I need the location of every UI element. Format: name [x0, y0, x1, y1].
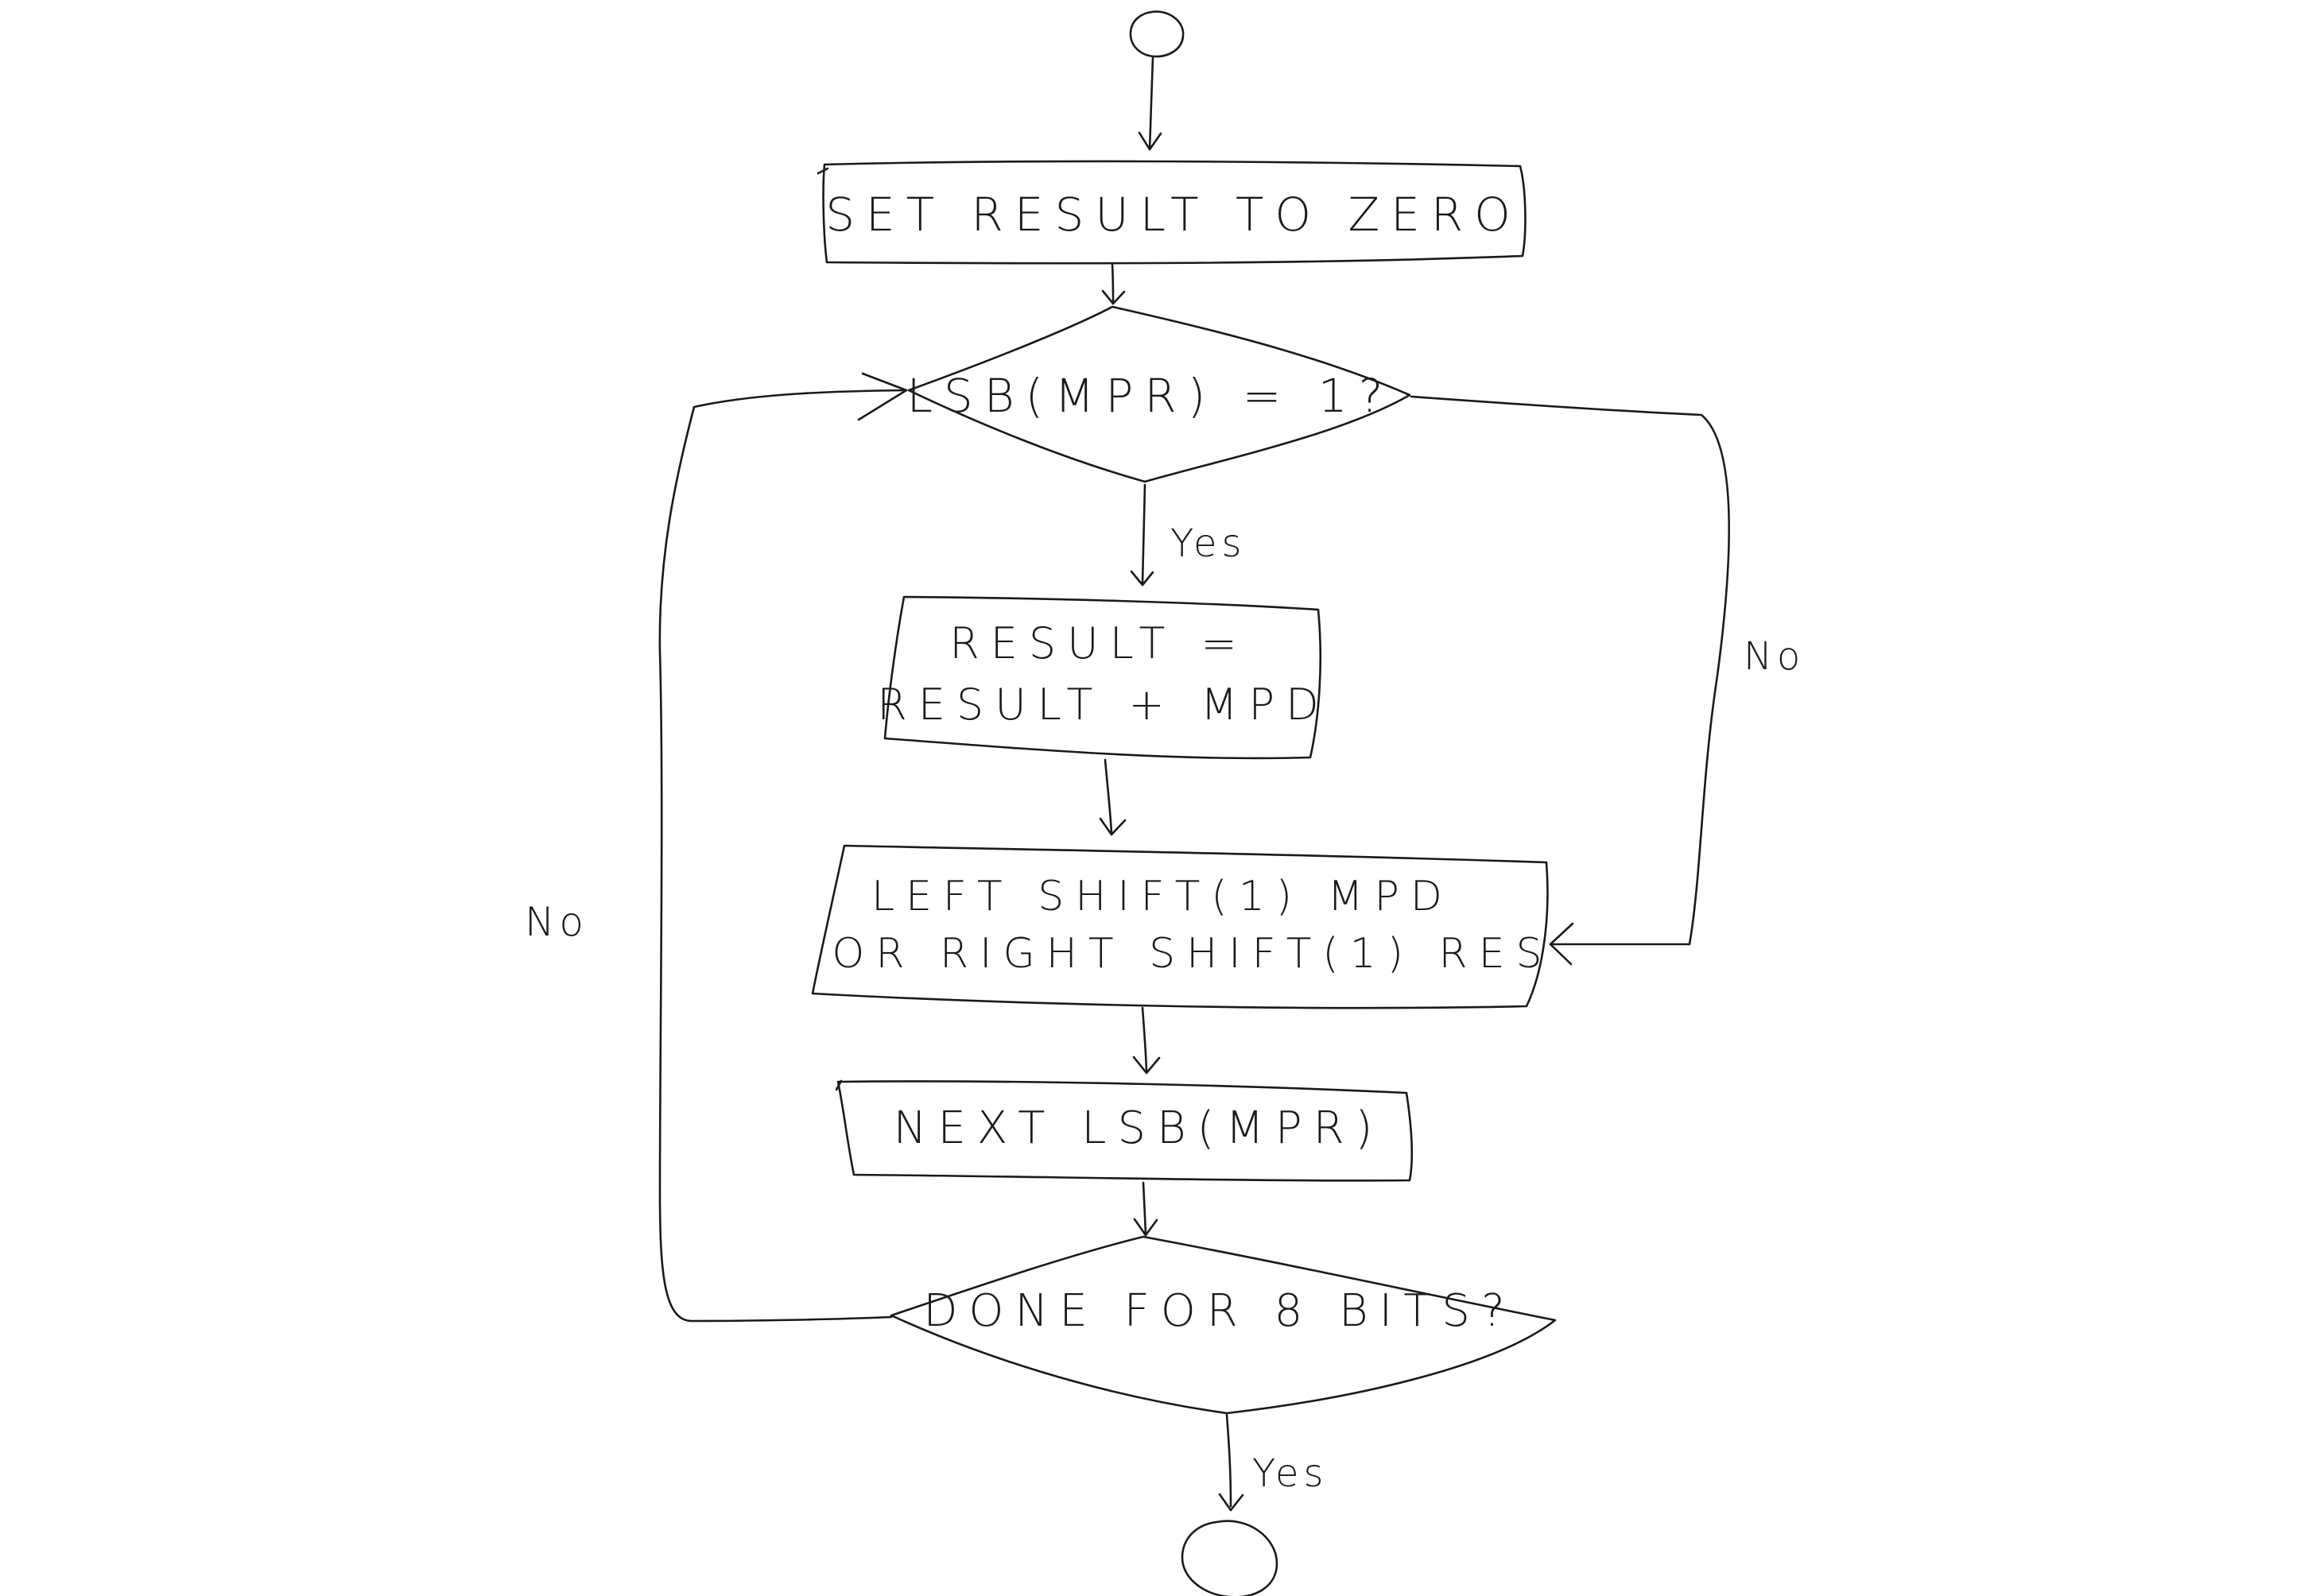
shift-label-line2: OR RIGHT SHIFT(1) RES	[832, 930, 1553, 978]
edge-shift-to-next	[1132, 1006, 1161, 1075]
add-label-line2: RESULT + MPD	[877, 680, 1329, 730]
edge-add-to-shift	[1099, 758, 1127, 836]
add-label-line1: RESULT =	[949, 618, 1248, 668]
edge-yes-label-1: Yes	[1170, 521, 1246, 566]
check-lsb-diamond: LSB(MPR) = 1?	[907, 305, 1411, 483]
next-lsb-label: NEXT LSB(MPR)	[894, 1102, 1384, 1154]
edge-done-to-check: No	[525, 372, 908, 1323]
done-check-diamond: DONE FOR 8 BITS?	[890, 1235, 1557, 1415]
check-lsb-label: LSB(MPR) = 1?	[907, 369, 1395, 423]
edge-start-to-set	[1138, 56, 1162, 151]
edge-yes-label-2: Yes	[1252, 1451, 1328, 1496]
end-node	[1181, 1520, 1278, 1596]
set-result-label: SET RESULT TO ZERO	[825, 188, 1522, 242]
edge-check-to-add: Yes	[1130, 483, 1246, 587]
edge-check-to-shift: No	[1410, 395, 1805, 966]
shift-label-line1: LEFT SHIFT(1) MPD	[871, 873, 1453, 920]
done-check-label: DONE FOR 8 BITS?	[923, 1285, 1515, 1337]
edge-no-label-right: No	[1744, 634, 1805, 679]
add-box: RESULT = RESULT + MPD	[877, 595, 1329, 760]
start-node	[1129, 10, 1185, 58]
edge-done-to-end: Yes	[1218, 1413, 1328, 1512]
set-result-box: SET RESULT TO ZERO	[817, 160, 1527, 265]
shift-box: LEFT SHIFT(1) MPD OR RIGHT SHIFT(1) RES	[811, 844, 1553, 1009]
edge-next-to-done	[1133, 1181, 1158, 1237]
next-lsb-box: NEXT LSB(MPR)	[835, 1079, 1414, 1182]
edge-set-to-check	[1101, 263, 1126, 305]
edge-no-label-left: No	[525, 899, 588, 945]
